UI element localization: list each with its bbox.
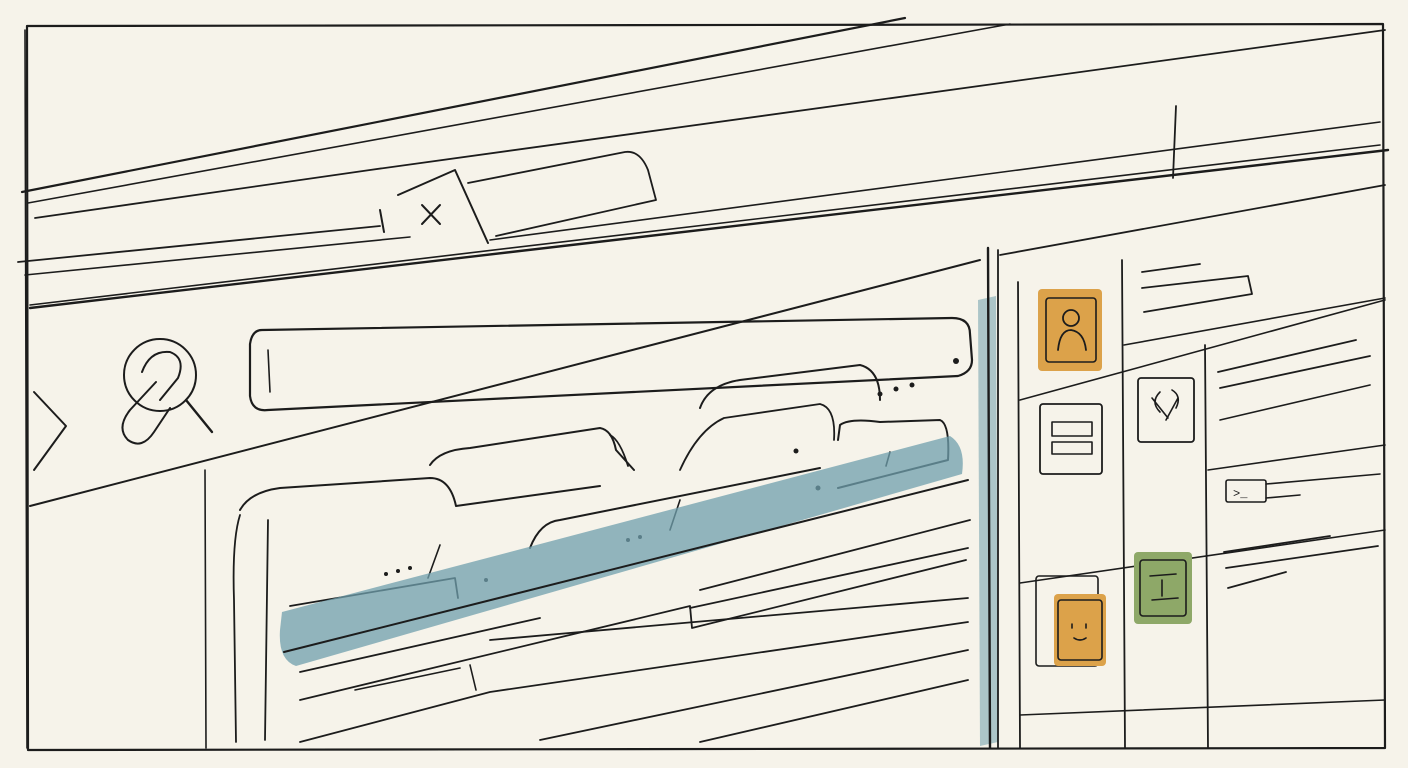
person-tile[interactable] — [1038, 289, 1102, 371]
tab-active[interactable] — [379, 169, 489, 244]
chain-link-search-icon — [121, 338, 214, 445]
close-icon[interactable] — [421, 204, 441, 225]
window-frame — [24, 22, 1387, 752]
list-icon — [1051, 421, 1093, 455]
selected-row-highlight[interactable] — [279, 436, 963, 666]
tools-tile[interactable] — [1137, 377, 1195, 443]
main-dividers — [29, 259, 981, 749]
chevron-right-icon[interactable] — [33, 391, 67, 471]
document-tile[interactable] — [1134, 552, 1192, 624]
tools-icon — [1151, 389, 1180, 421]
person-icon — [1057, 309, 1087, 351]
list-rows[interactable] — [299, 519, 971, 743]
terminal-icon: >_ — [1233, 487, 1248, 501]
face-tile[interactable] — [1035, 575, 1106, 667]
list-tile[interactable] — [1039, 403, 1103, 475]
document-icon — [1149, 573, 1179, 601]
terminal-tile[interactable]: >_ — [1225, 473, 1381, 503]
address-cursor — [267, 349, 271, 393]
address-bar[interactable] — [248, 316, 974, 412]
tab-inactive[interactable] — [467, 150, 657, 237]
side-panel-grid — [999, 184, 1386, 749]
title-bar-lines — [17, 16, 1390, 310]
face-icon — [1071, 623, 1087, 641]
side-panel-text — [1141, 263, 1379, 589]
